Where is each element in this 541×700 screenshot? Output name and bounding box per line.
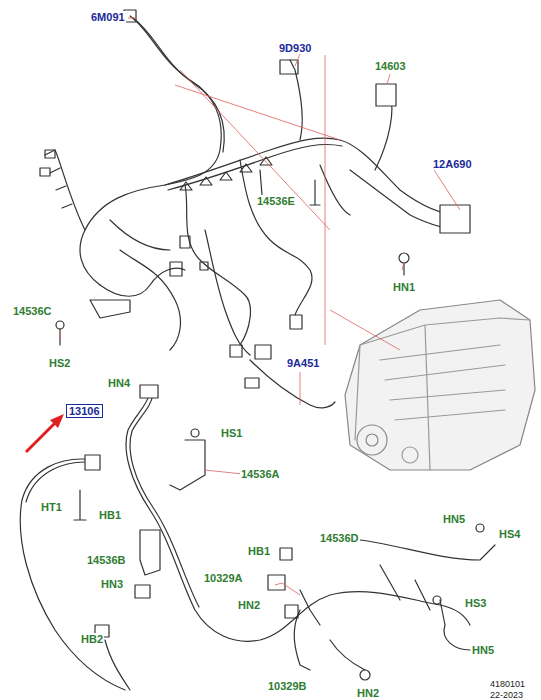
drawing-number: 4180101 bbox=[489, 679, 526, 689]
callout-number: 13106 bbox=[67, 405, 102, 417]
callout-box: 13106 bbox=[66, 404, 103, 418]
callout-number: HN2 bbox=[237, 599, 261, 611]
callout-number: HB1 bbox=[247, 545, 271, 557]
callout-number: HS1 bbox=[220, 427, 243, 439]
callout-number: 12A690 bbox=[432, 158, 473, 170]
callout-number: 14536B bbox=[86, 554, 127, 566]
callout-number: HT1 bbox=[40, 501, 63, 513]
callout-number: HB1 bbox=[98, 509, 122, 521]
drawing-number: 22-2023 bbox=[489, 690, 524, 700]
callout-number: 14536E bbox=[256, 195, 296, 207]
callout-number: HN3 bbox=[100, 578, 124, 590]
callout-number: HS4 bbox=[498, 528, 521, 540]
callout-number: HN5 bbox=[442, 513, 466, 525]
callout-number: 14603 bbox=[374, 60, 407, 72]
callout-number: 9D930 bbox=[278, 42, 312, 54]
callout-number: HS3 bbox=[464, 597, 487, 609]
callout-number: 14536C bbox=[12, 305, 53, 317]
callout-number: 10329B bbox=[267, 680, 308, 692]
callout-number: HN5 bbox=[471, 644, 495, 656]
callout-number: HB2 bbox=[80, 633, 104, 645]
callout-number: HN4 bbox=[107, 377, 131, 389]
callout-number: HN2 bbox=[356, 687, 380, 699]
callout-number: 6M091 bbox=[90, 11, 126, 23]
callout-number: HS2 bbox=[48, 357, 71, 369]
callout-number: 14536A bbox=[240, 468, 281, 480]
callout-number: 14536D bbox=[319, 532, 360, 544]
callout-number: 10329A bbox=[203, 572, 244, 584]
callout-number: 9A451 bbox=[286, 357, 320, 369]
callout-number: HN1 bbox=[392, 281, 416, 293]
